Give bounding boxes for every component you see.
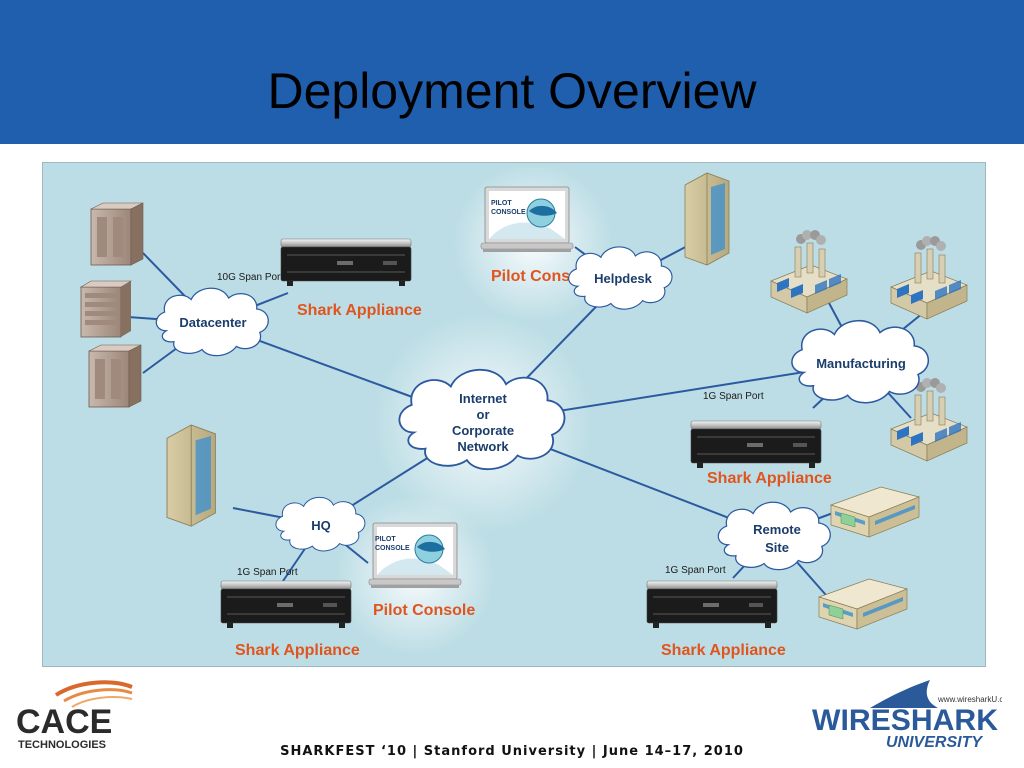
rack-appliance-icon: [646, 580, 778, 629]
rack-appliance-icon: [690, 420, 822, 469]
console-screen-text: CONSOLE: [491, 209, 526, 216]
cace-wordmark: CACE: [16, 703, 112, 741]
network-diagram: 10G Span Port Shark Appliance Datacenter…: [42, 162, 986, 667]
cloud-label: Datacenter: [179, 315, 246, 330]
cloud-label: Remote: [753, 522, 801, 537]
console-screen-text: CONSOLE: [375, 545, 410, 552]
office-building-icon: [818, 578, 908, 630]
cloud-label: Network: [457, 439, 509, 454]
cloud-label: Corporate: [452, 423, 514, 438]
cace-logo: CACE TECHNOLOGIES: [16, 680, 133, 751]
server-icon: [88, 344, 142, 408]
rack-appliance-icon: [220, 580, 352, 629]
diagram-canvas: 10G Span Port Shark Appliance Datacenter…: [79, 163, 968, 659]
cloud-label: Manufacturing: [816, 356, 906, 371]
console-label: Pilot Console: [373, 602, 475, 619]
footer-text: SHARKFEST ‘10 | Stanford University | Ju…: [280, 744, 744, 759]
rack-appliance-icon: [280, 238, 412, 287]
slide-title: Deployment Overview: [267, 63, 757, 119]
factory-icon: [890, 235, 968, 320]
server-icon: [90, 202, 144, 266]
span-port-label: 1G Span Port: [237, 567, 298, 578]
wireshark-wordmark: WIRESHARK: [812, 704, 998, 737]
cloud-label: Internet: [459, 391, 507, 406]
title-bar: [0, 0, 1024, 144]
console-label: Pilot Console: [491, 268, 593, 285]
cloud-label: Helpdesk: [594, 271, 653, 286]
building-icon: [166, 424, 216, 527]
office-building-icon: [830, 486, 920, 538]
console-screen-text: PILOT: [375, 536, 396, 543]
appliance-label: Shark Appliance: [661, 642, 786, 659]
university-word: UNIVERSITY: [886, 734, 983, 750]
wireshark-university-logo: www.wiresharkU.com WIRESHARK UNIVERSITY: [812, 680, 1002, 750]
building-icon: [684, 172, 730, 266]
laptop-icon: [480, 186, 574, 253]
console-screen-text: PILOT: [491, 200, 512, 207]
factory-icon: [770, 229, 848, 314]
appliance-label: Shark Appliance: [235, 642, 360, 659]
cloud-label: or: [477, 407, 490, 422]
wireshark-url: www.wiresharkU.com: [937, 695, 1002, 704]
server-icon: [79, 280, 133, 338]
cloud-label: Site: [765, 540, 789, 555]
span-port-label: 10G Span Port: [217, 272, 283, 283]
appliance-label: Shark Appliance: [707, 470, 832, 487]
laptop-icon: [368, 522, 462, 589]
appliance-label: Shark Appliance: [297, 302, 422, 319]
span-port-label: 1G Span Port: [703, 391, 764, 402]
span-port-label: 1G Span Port: [665, 565, 726, 576]
cace-subtitle: TECHNOLOGIES: [18, 739, 106, 751]
cloud-label: HQ: [311, 518, 331, 533]
